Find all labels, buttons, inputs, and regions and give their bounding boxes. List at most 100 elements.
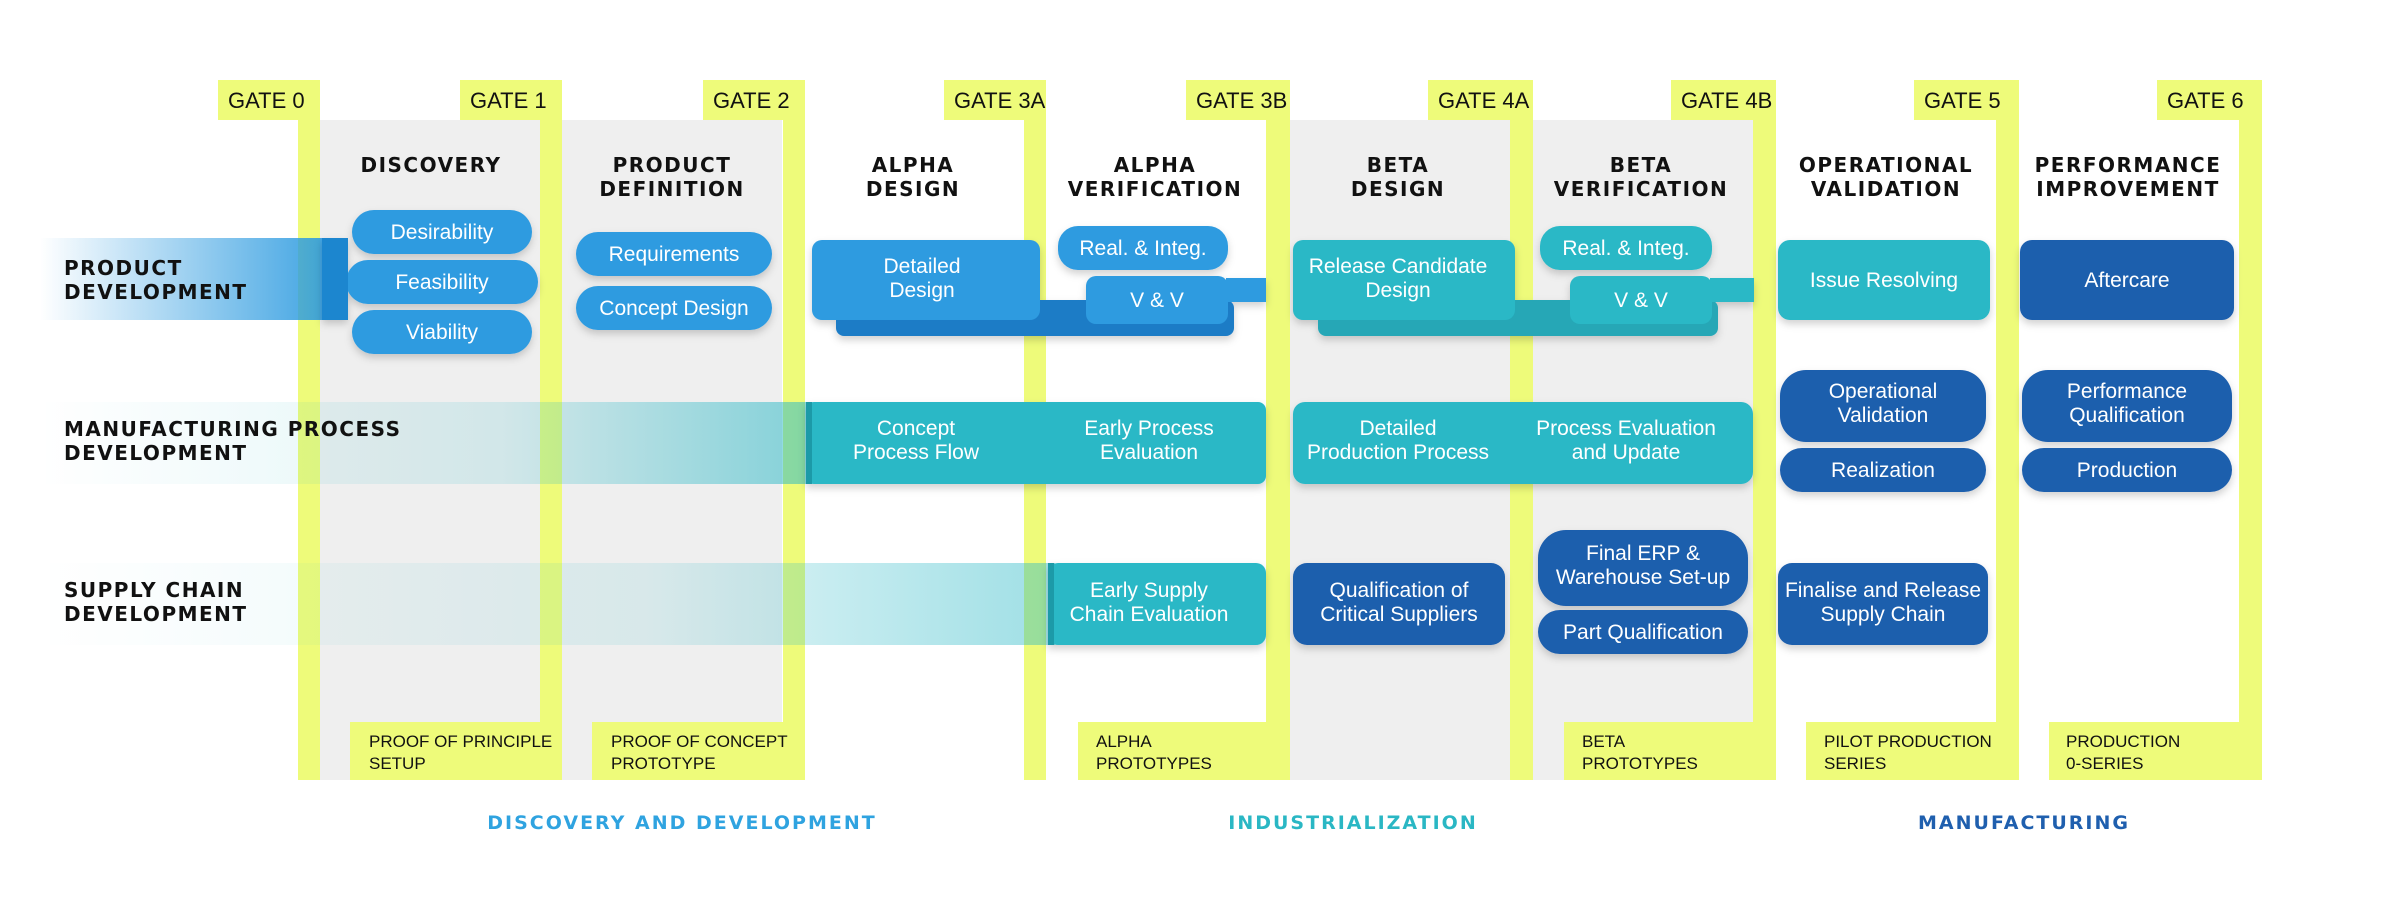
- final-erp-block: [1538, 530, 1748, 606]
- note-box: [1078, 722, 1288, 780]
- gate-label: GATE 0: [228, 88, 305, 113]
- viability-block: [352, 310, 532, 354]
- finalise-release-block: [1778, 563, 1988, 645]
- real-integ-alpha-block: [1058, 226, 1228, 270]
- note-beta-prototypes: PROTOTYPES: [1582, 754, 1698, 773]
- note-alpha-prototypes: ALPHA: [1096, 732, 1152, 751]
- activity-early-process-eval: Early Process: [1084, 417, 1214, 440]
- operational-validation-block: [1780, 370, 1986, 442]
- gate-label: GATE 3B: [1196, 88, 1287, 113]
- phase-title: OPERATIONAL: [1799, 153, 1973, 177]
- prototype-notes: PROOF OF PRINCIPLE SETUP PROOF OF CONCEP…: [350, 722, 2261, 780]
- activity-release-candidate: Release Candidate: [1309, 255, 1488, 278]
- early-supply-chain-block: [1048, 563, 1266, 645]
- gate-label: GATE 5: [1924, 88, 2001, 113]
- note-box: [1564, 722, 1774, 780]
- gate-label: GATE 1: [470, 88, 547, 113]
- desirability-block: [352, 210, 532, 254]
- activity-feasibility: Feasibility: [395, 271, 489, 294]
- activity-production: Production: [2077, 459, 2177, 482]
- stage-discovery-and-development: DISCOVERY AND DEVELOPMENT: [487, 812, 876, 834]
- supply-chain-start-marker: [1048, 563, 1054, 645]
- activity-qualification-critical: Critical Suppliers: [1320, 603, 1478, 626]
- activity-concept-design: Concept Design: [599, 297, 748, 320]
- note-box: [2049, 722, 2261, 780]
- vv-alpha-block: [1086, 276, 1228, 324]
- mfg-process-fade: [40, 402, 812, 484]
- activity-detailed-design: Detailed: [883, 255, 960, 278]
- activity-operational-validation: Validation: [1838, 404, 1929, 427]
- row-label-manufacturing-process: MANUFACTURING PROCESS: [64, 417, 402, 441]
- note-box: [1806, 722, 2018, 780]
- gate-5: [1914, 80, 2019, 780]
- activity-final-erp: Final ERP &: [1586, 542, 1700, 565]
- activity-performance-qualification: Performance: [2067, 380, 2187, 403]
- issue-resolving-block: [1778, 240, 1990, 320]
- note-beta-prototypes: BETA: [1582, 732, 1626, 751]
- discovery-spine: [322, 238, 348, 320]
- activity-concept-process-flow: Process Flow: [853, 441, 980, 464]
- gate-label: GATE 2: [713, 88, 790, 113]
- mfg-process-start-marker: [806, 402, 812, 484]
- row-fade-bands: [40, 238, 1055, 645]
- note-production-0-series: PRODUCTION: [2066, 732, 2180, 751]
- gate-label: GATE 3A: [954, 88, 1046, 113]
- requirements-block: [576, 232, 772, 276]
- row-label-product-development: DEVELOPMENT: [64, 280, 248, 304]
- phase-title: ALPHA: [872, 153, 955, 177]
- activity-real-integ-beta: Real. & Integ.: [1562, 237, 1689, 260]
- activity-release-candidate: Design: [1365, 279, 1430, 302]
- activity-issue-resolving: Issue Resolving: [1810, 269, 1958, 292]
- row-label-supply-chain: SUPPLY CHAIN: [64, 578, 244, 602]
- activity-requirements: Requirements: [609, 243, 740, 266]
- real-integ-beta-block: [1540, 226, 1712, 270]
- vv-beta-block: [1570, 276, 1712, 324]
- detailed-design-block: [812, 240, 1040, 320]
- activity-concept-process-flow: Concept: [877, 417, 955, 440]
- activity-detailed-production: Detailed: [1359, 417, 1436, 440]
- gate-label: GATE 4A: [1438, 88, 1530, 113]
- product-development-activities: [322, 210, 2234, 354]
- beta-design-connector: [1710, 278, 1754, 302]
- note-production-0-series: 0-SERIES: [2066, 754, 2143, 773]
- activity-detailed-design: Design: [889, 279, 954, 302]
- note-proof-of-concept: PROOF OF CONCEPT: [611, 732, 788, 751]
- phase-title: BETA: [1367, 153, 1429, 177]
- activity-operational-validation: Operational: [1829, 380, 1938, 403]
- qualification-critical-block: [1293, 563, 1505, 645]
- gate-6: [2157, 80, 2262, 780]
- detailed-production-block: [1293, 402, 1753, 484]
- realization-block: [1780, 448, 1986, 492]
- note-alpha-prototypes: PROTOTYPES: [1096, 754, 1212, 773]
- gate-label: GATE 4B: [1681, 88, 1772, 113]
- gate-label: GATE 6: [2167, 88, 2244, 113]
- phase-title: IMPROVEMENT: [2036, 177, 2219, 201]
- manufacturing-process-labels: Concept Process Flow Early Process Evalu…: [853, 380, 2187, 482]
- phase-title: BETA: [1610, 153, 1672, 177]
- activity-detailed-production: Production Process: [1307, 441, 1489, 464]
- performance-qualification-block: [2022, 370, 2232, 442]
- activity-aftercare: Aftercare: [2084, 269, 2169, 292]
- phase-title: VERIFICATION: [1068, 177, 1243, 201]
- release-candidate-block: [1293, 240, 1515, 320]
- aftercare-block: [2020, 240, 2234, 320]
- feasibility-block: [346, 260, 538, 304]
- note-box: [592, 722, 804, 780]
- activity-part-qualification: Part Qualification: [1563, 621, 1723, 644]
- phase-title: VERIFICATION: [1554, 177, 1729, 201]
- phase-title: DISCOVERY: [360, 153, 501, 177]
- part-qualification-block: [1538, 610, 1748, 654]
- product-development-labels: Desirability Feasibility Viability Requi…: [391, 221, 2170, 344]
- phase-title: DESIGN: [1351, 177, 1445, 201]
- activity-desirability: Desirability: [391, 221, 494, 244]
- activity-early-process-eval: Evaluation: [1100, 441, 1198, 464]
- activity-realization: Realization: [1831, 459, 1935, 482]
- note-pilot-production: PILOT PRODUCTION: [1824, 732, 1992, 751]
- phase-titles: DISCOVERY PRODUCT DEFINITION ALPHA DESIG…: [360, 153, 2219, 201]
- activity-qualification-critical: Qualification of: [1330, 579, 1469, 602]
- activity-process-eval-update: Process Evaluation: [1536, 417, 1716, 440]
- row-label-product-development: PRODUCT: [64, 256, 183, 280]
- supply-chain-fade: [40, 563, 1055, 645]
- note-proof-of-concept: PROTOTYPE: [611, 754, 716, 773]
